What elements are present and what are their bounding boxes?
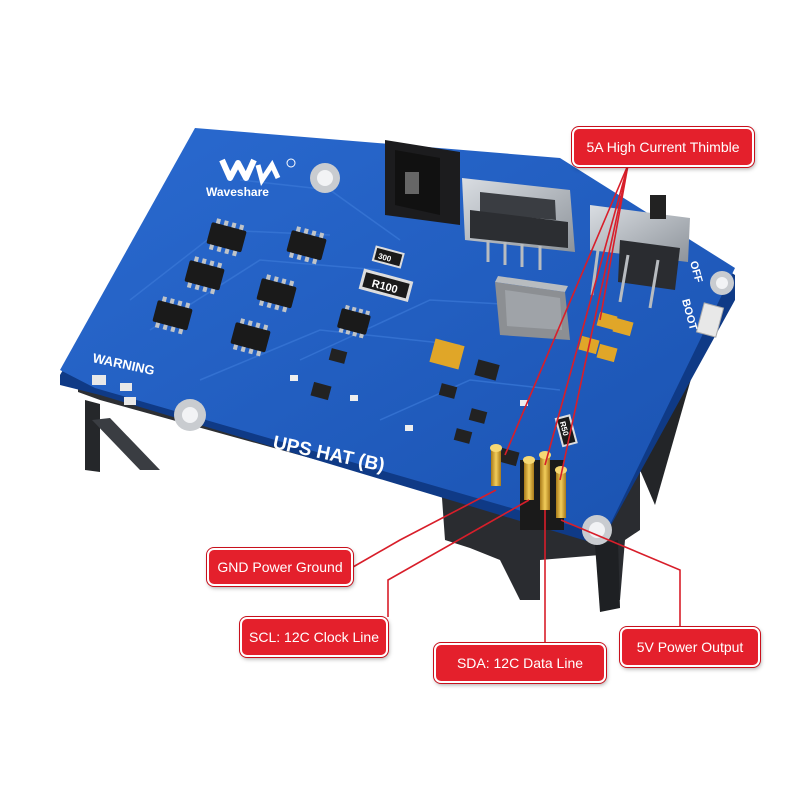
callout-5v-power-output: 5V Power Output xyxy=(620,627,760,667)
ic-chip xyxy=(152,296,193,335)
corner-resistor: R50 xyxy=(554,414,578,448)
small-components xyxy=(290,348,528,467)
small-resistor: 300 xyxy=(371,245,405,269)
ic-chip xyxy=(286,226,327,265)
ic-chip xyxy=(206,218,247,257)
power-inductor xyxy=(495,276,570,340)
ic-chip xyxy=(184,256,225,295)
ic-chip xyxy=(337,304,371,339)
svg-text:R50: R50 xyxy=(558,420,571,437)
pogo-pin-gnd xyxy=(490,444,502,486)
current-sense-resistor: R100 xyxy=(358,268,414,303)
ic-chip xyxy=(256,274,297,313)
mounting-holes xyxy=(174,163,734,545)
callout-sda-data-line: SDA: 12C Data Line xyxy=(434,643,606,683)
pogo-pin-scl xyxy=(523,456,535,500)
ic-chip xyxy=(230,318,271,357)
svg-text:300: 300 xyxy=(377,252,393,264)
capacitors xyxy=(429,311,634,370)
brand-name: Waveshare xyxy=(206,185,269,199)
dc-power-jack xyxy=(385,140,460,225)
callout-scl-clock-line: SCL: 12C Clock Line xyxy=(240,617,388,657)
pogo-pin-5v xyxy=(555,466,567,518)
waveshare-logo: Waveshare xyxy=(206,158,296,199)
pogo-pin-sda xyxy=(539,451,551,510)
power-slide-switch: OFF xyxy=(590,195,704,309)
switch-off-label: OFF xyxy=(687,260,704,285)
callout-gnd-power-ground: GND Power Ground xyxy=(207,548,353,586)
callout-leader-lines xyxy=(352,164,681,643)
callout-5a-high-current-thimble: 5A High Current Thimble xyxy=(572,127,754,167)
usb-a-port xyxy=(462,178,575,270)
ic-array xyxy=(152,218,371,357)
pogo-pin-header xyxy=(490,444,567,530)
